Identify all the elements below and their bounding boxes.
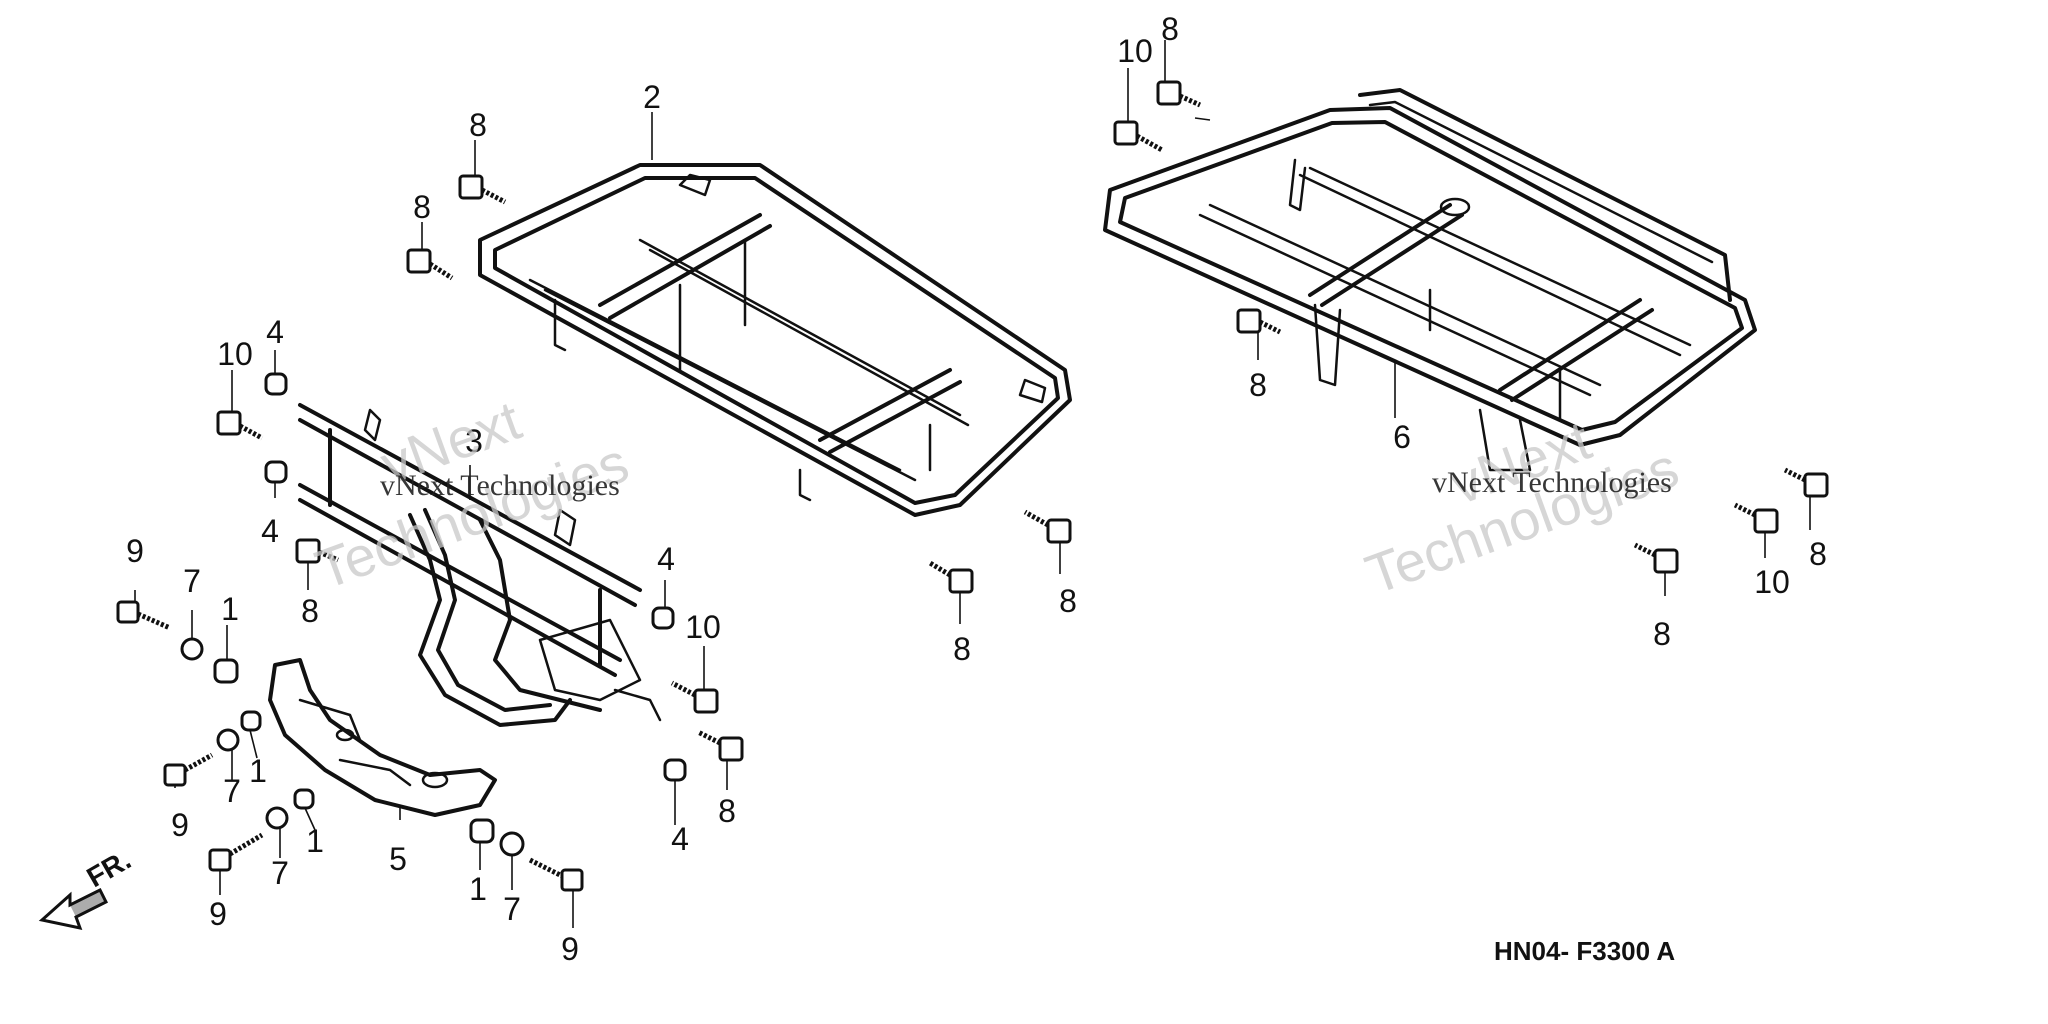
callout-8: 8: [1809, 536, 1827, 572]
front-label: FR.: [82, 844, 137, 893]
callout-10: 10: [1117, 33, 1153, 69]
callout-10: 10: [217, 336, 253, 372]
watermark-small-text: vNext Technologies: [380, 469, 620, 502]
callout-8: 8: [1653, 616, 1671, 652]
callout-4: 4: [671, 821, 689, 857]
callout-1: 1: [249, 753, 267, 789]
callout-9: 9: [209, 896, 227, 932]
callout-1: 1: [469, 871, 487, 907]
callout-9: 9: [561, 931, 579, 967]
callout-8: 8: [718, 793, 736, 829]
callout-3: 3: [465, 423, 483, 459]
callout-4: 4: [261, 513, 279, 549]
callout-8: 8: [413, 189, 431, 225]
callout-8: 8: [1059, 583, 1077, 619]
watermark-small-text: vNext Technologies: [1432, 466, 1672, 499]
skid-plate: [268, 658, 497, 817]
callout-9: 9: [171, 807, 189, 843]
callout-7: 7: [223, 773, 241, 809]
front-guard: [298, 403, 662, 727]
callout-labels: 2 8 8 8 10 8 6 8 10 8 8 8 3 10 4 4 8 4 1…: [126, 11, 1827, 967]
drawing-code: HN04- F3300 A: [1494, 936, 1675, 966]
callout-5: 5: [389, 841, 407, 877]
front-direction-indicator: FR.: [38, 844, 137, 931]
leader-lines: [134, 40, 1811, 928]
callout-8: 8: [953, 631, 971, 667]
callout-7: 7: [503, 891, 521, 927]
callout-4: 4: [657, 541, 675, 577]
callout-8: 8: [301, 593, 319, 629]
callout-10: 10: [1754, 564, 1790, 600]
callout-6: 6: [1393, 419, 1411, 455]
rear-carrier-rack: [1103, 88, 1757, 472]
callout-2: 2: [643, 79, 661, 115]
callout-1: 1: [306, 823, 324, 859]
callout-10: 10: [685, 609, 721, 645]
callout-7: 7: [271, 855, 289, 891]
callout-9: 9: [126, 533, 144, 569]
callout-8: 8: [1249, 367, 1267, 403]
watermark-left: vNext Technologies vNext Technologies: [308, 388, 637, 601]
callout-7: 7: [183, 563, 201, 599]
callout-1: 1: [221, 591, 239, 627]
callout-8: 8: [469, 107, 487, 143]
callout-4: 4: [266, 314, 284, 350]
callout-8: 8: [1161, 11, 1179, 47]
front-arrow-icon: [38, 887, 109, 931]
front-carrier-rack: [478, 163, 1072, 517]
